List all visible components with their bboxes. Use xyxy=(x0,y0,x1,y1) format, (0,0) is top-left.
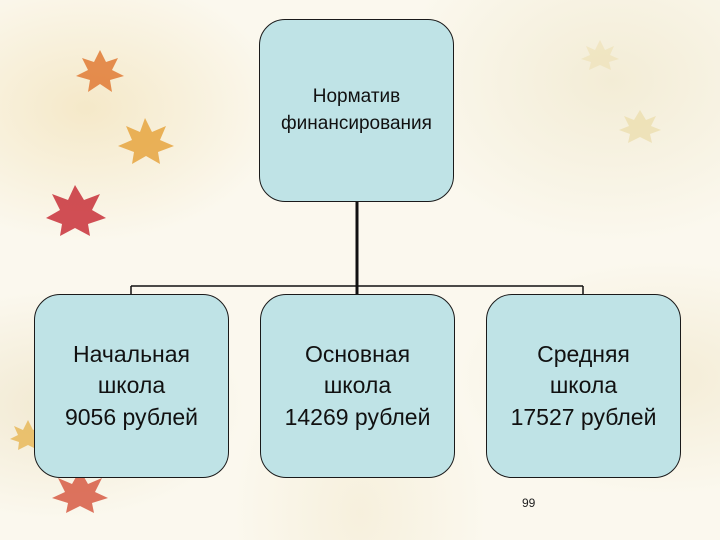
node-title: Начальная xyxy=(72,341,191,368)
node-subtitle: школа xyxy=(549,372,618,399)
node-amount: 14269 рублей xyxy=(284,403,431,430)
node-amount: 9056 рублей xyxy=(64,403,199,430)
maple-leaf-icon xyxy=(52,470,108,513)
maple-leaf-icon xyxy=(619,110,661,143)
maple-leaf-icon xyxy=(46,185,106,236)
node-primary-school: Начальная школа 9056 рублей xyxy=(34,294,229,478)
node-secondary-school: Средняя школа 17527 рублей xyxy=(486,294,681,478)
maple-leaf-icon xyxy=(76,50,124,92)
node-subtitle: школа xyxy=(323,372,392,399)
root-node-funding-standard: Норматив финансирования xyxy=(259,19,454,202)
node-subtitle: школа xyxy=(97,372,166,399)
node-title: Основная xyxy=(304,341,411,368)
node-title: Средняя xyxy=(537,341,630,368)
node-amount: 17527 рублей xyxy=(510,403,657,430)
root-node-line: финансирования xyxy=(281,112,432,134)
maple-leaf-icon xyxy=(118,118,174,164)
page-number: 99 xyxy=(522,496,536,510)
maple-leaf-icon xyxy=(581,40,619,70)
node-basic-school: Основная школа 14269 рублей xyxy=(260,294,455,478)
root-node-line: Норматив xyxy=(312,86,401,108)
